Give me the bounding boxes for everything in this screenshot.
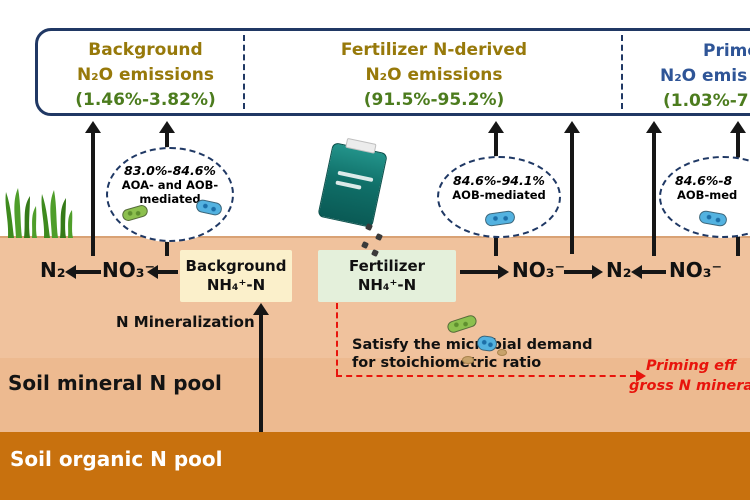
fertilizer-pool-line2: NH₄⁺-N bbox=[357, 276, 417, 294]
microbe-green-icon bbox=[120, 203, 150, 223]
priming-effect-line2: gross N minerali bbox=[629, 378, 750, 394]
bubble-aob-fertilizer: 84.6%-94.1% AOB-mediated bbox=[437, 156, 561, 238]
spore-icon bbox=[462, 356, 474, 364]
header-section-background: Background N₂O emissions (1.46%-3.82%) bbox=[48, 38, 243, 113]
primed-emissions-range: (1.03%-7 bbox=[663, 91, 749, 111]
primed-emissions-title-line2: N₂O emis bbox=[660, 66, 748, 86]
bubble3-percent: 84.6%-8 bbox=[675, 173, 733, 188]
emissions-header-box: Background N₂O emissions (1.46%-3.82%) F… bbox=[35, 28, 750, 116]
right-arrow-no3-to-n2 bbox=[564, 264, 603, 279]
fertilizer-bag-body bbox=[317, 141, 388, 228]
background-nh4-pool-box: Background NH₄⁺-N bbox=[180, 250, 292, 302]
n2-left-label: N₂ bbox=[40, 258, 66, 282]
soil-organic-pool-label: Soil organic N pool bbox=[10, 447, 223, 471]
bubble3-label-line1: AOB-med bbox=[677, 188, 738, 202]
bag-label-line bbox=[337, 170, 374, 183]
fertilizer-emissions-title-line1: Fertilizer N-derived bbox=[340, 40, 528, 60]
fertilizer-bag-icon bbox=[317, 137, 388, 228]
red-dashed-vertical bbox=[336, 303, 338, 375]
microbe-blue-icon bbox=[484, 209, 516, 228]
primed-emissions-title-line1: Prime bbox=[703, 41, 750, 61]
bubble-aoa-aob: 83.0%-84.6% AOA- and AOB- mediated bbox=[106, 147, 234, 242]
background-pool-line2: NH₄⁺-N bbox=[206, 276, 266, 294]
header-divider-1 bbox=[243, 35, 245, 109]
soil-organic-layer bbox=[0, 432, 750, 500]
soil-mineral-lower-strip bbox=[0, 358, 750, 432]
bubble2-percent: 84.6%-94.1% bbox=[453, 173, 545, 188]
no3-left-label: NO₃⁻ bbox=[102, 258, 156, 282]
granule-icon bbox=[365, 223, 373, 231]
red-dashed-horizontal bbox=[336, 375, 636, 377]
red-arrowhead bbox=[636, 370, 646, 382]
microbe-blue-icon bbox=[698, 209, 728, 228]
background-pool-line1: Background bbox=[185, 257, 287, 275]
priming-effect-line1: Priming eff bbox=[646, 358, 737, 374]
up-arrow-n2-left bbox=[84, 121, 101, 256]
left-arrow-nh4-to-no3 bbox=[147, 264, 178, 279]
bubble-aob-primed: 84.6%-8 AOB-med bbox=[659, 156, 750, 238]
fertilizer-nh4-pool-box: Fertilizer NH₄⁺-N bbox=[318, 250, 456, 302]
fertilizer-emissions-title-line2: N₂O emissions bbox=[365, 65, 503, 85]
satisfy-demand-line1: Satisfy the microbial demand bbox=[352, 337, 593, 353]
background-emissions-range: (1.46%-3.82%) bbox=[75, 90, 216, 110]
up-arrow-primed-n2 bbox=[645, 121, 662, 256]
background-emissions-title-line1: Background bbox=[88, 40, 203, 60]
right-arrow-nh4-to-no3 bbox=[460, 264, 509, 279]
background-emissions-title-line2: N₂O emissions bbox=[76, 65, 215, 85]
up-arrow-n2-right bbox=[563, 121, 580, 254]
no3-right-label: NO₃⁻ bbox=[669, 258, 723, 282]
bag-label-line bbox=[335, 180, 362, 190]
bubble1-label-line1: AOA- and AOB- bbox=[121, 178, 219, 192]
left-arrow-no3-to-n2 bbox=[65, 264, 101, 279]
mineralization-label: N Mineralization bbox=[116, 313, 255, 331]
soil-mineral-pool-label: Soil mineral N pool bbox=[8, 371, 222, 395]
spore-icon bbox=[497, 349, 507, 356]
bubble1-percent: 83.0%-84.6% bbox=[124, 163, 216, 178]
n2-right-label: N₂ bbox=[606, 258, 632, 282]
fertilizer-pool-line1: Fertilizer bbox=[348, 257, 426, 275]
header-divider-2 bbox=[621, 35, 623, 109]
up-arrow-mineralization bbox=[252, 303, 269, 432]
bubble2-label-line1: AOB-mediated bbox=[452, 188, 546, 202]
no3-mid-label: NO₃⁻ bbox=[512, 258, 566, 282]
header-section-fertilizer: Fertilizer N-derived N₂O emissions (91.5… bbox=[250, 38, 618, 113]
left-arrow-primed-no3-to-n2 bbox=[631, 264, 666, 279]
fertilizer-emissions-range: (91.5%-95.2%) bbox=[363, 90, 505, 110]
grass-icon bbox=[5, 188, 73, 238]
bubble1-label-line2: mediated bbox=[139, 192, 201, 206]
satisfy-demand-line2: for stoichiometric ratio bbox=[352, 355, 542, 371]
